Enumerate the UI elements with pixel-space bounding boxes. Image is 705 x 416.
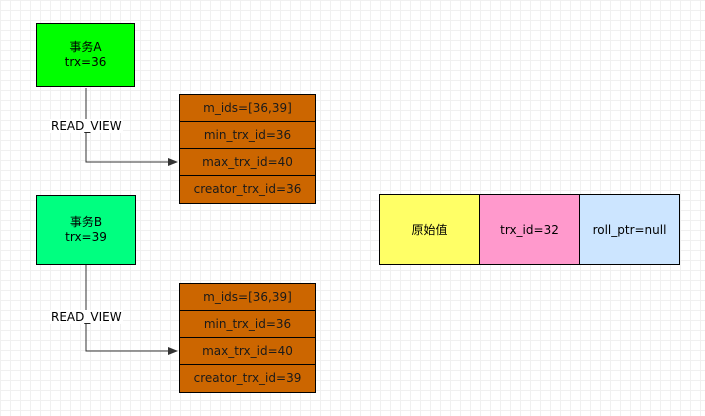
read-view-b-creator-trx-id: creator_trx_id=39: [193, 371, 302, 385]
edge-label-a: READ_VIEW: [50, 119, 123, 133]
transaction-a-name: 事务A: [69, 40, 102, 54]
row-record: 原始值 trx_id=32 roll_ptr=null: [379, 194, 680, 265]
transaction-b-name: 事务B: [69, 215, 103, 229]
read-view-a-creator-trx-id: creator_trx_id=36: [193, 182, 302, 196]
record-trx-id: trx_id=32: [480, 195, 580, 264]
transaction-b-box: 事务B trx=39: [36, 195, 136, 265]
read-view-a-min-trx-id: min_trx_id=36: [180, 122, 315, 149]
read-view-a-m-ids: m_ids=[36,39]: [180, 95, 315, 122]
transaction-a-box: 事务A trx=36: [36, 23, 135, 87]
edge-label-b: READ_VIEW: [50, 310, 123, 324]
record-roll-ptr: roll_ptr=null: [580, 195, 679, 264]
read-view-a: m_ids=[36,39] min_trx_id=36 max_trx_id=4…: [179, 94, 316, 204]
read-view-connector-a: [85, 88, 178, 166]
record-original-value: 原始值: [380, 195, 480, 264]
read-view-b-m-ids: m_ids=[36,39]: [180, 284, 315, 311]
read-view-b-max-trx-id: max_trx_id=40: [180, 338, 315, 365]
read-view-b: m_ids=[36,39] min_trx_id=36 max_trx_id=4…: [179, 283, 316, 393]
read-view-b-min-trx-id: min_trx_id=36: [180, 311, 315, 338]
read-view-a-max-trx-id: max_trx_id=40: [180, 149, 315, 176]
read-view-connector-b: [85, 265, 178, 355]
transaction-b-trx: trx=39: [65, 230, 107, 244]
transaction-a-trx: trx=36: [64, 55, 107, 69]
